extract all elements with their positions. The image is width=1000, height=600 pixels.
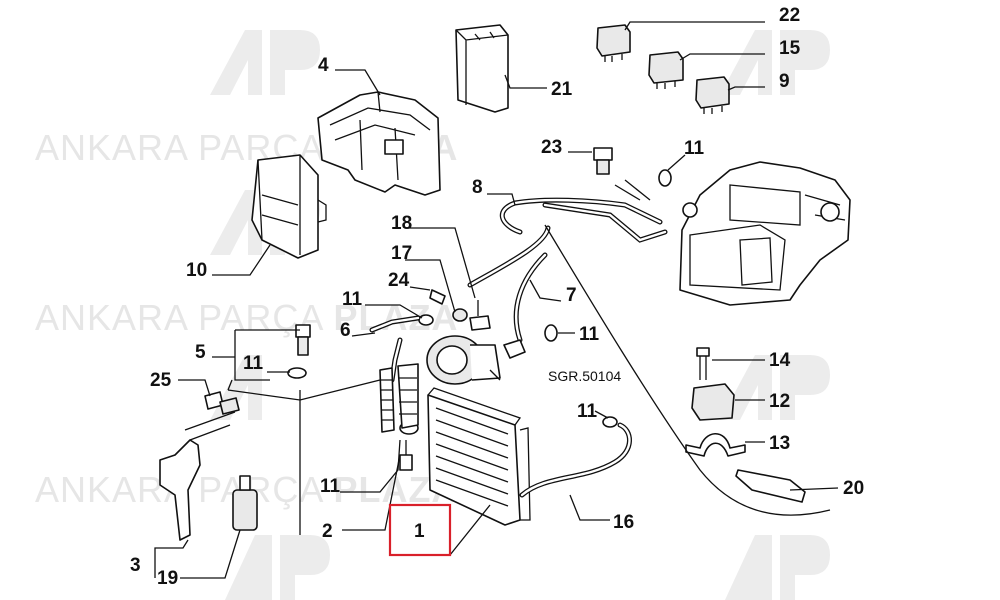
part-hvac-housing: [679, 161, 851, 306]
callout-1[interactable]: 1: [414, 521, 425, 542]
watermark-logo: [725, 535, 830, 600]
callout-5[interactable]: 5: [195, 342, 206, 363]
part-19-receiver-drier: [232, 475, 258, 531]
watermark-logo: [720, 355, 830, 420]
callout-9[interactable]: 9: [779, 71, 790, 92]
part-20-bracket: [735, 469, 806, 503]
callout-24[interactable]: 24: [388, 270, 410, 291]
callout-16[interactable]: 16: [613, 512, 634, 533]
callout-12[interactable]: 12: [769, 391, 790, 412]
part-5-pressure-sensor: [295, 324, 311, 356]
callout-18[interactable]: 18: [391, 213, 412, 234]
part-4-bracket: [317, 91, 441, 196]
callout-23[interactable]: 23: [541, 137, 562, 158]
leader-lines: [154, 21, 839, 579]
part-6-pipe: [369, 315, 421, 383]
callout-2[interactable]: 2: [322, 521, 333, 542]
callout-14[interactable]: 14: [769, 350, 791, 371]
guide-curves: [227, 224, 831, 535]
part-21-module: [455, 24, 509, 113]
part-17-washer: [452, 308, 468, 322]
callout-15[interactable]: 15: [779, 38, 801, 59]
watermark-logo: [225, 535, 330, 600]
diagram-code-label: SGR.50104: [548, 368, 621, 384]
callout-3[interactable]: 3: [130, 555, 141, 576]
part-9-relay: [695, 76, 730, 114]
callout-11[interactable]: 11: [320, 476, 341, 497]
callout-19[interactable]: 19: [157, 568, 178, 589]
part-23-pressure-switch: [593, 147, 613, 175]
callout-11[interactable]: 11: [579, 324, 600, 345]
part-2-sensor: [399, 440, 413, 471]
callout-11[interactable]: 11: [684, 138, 705, 159]
part-8-hose-pipe: [500, 179, 668, 243]
callout-20[interactable]: 20: [843, 478, 864, 499]
part-14-bolt: [696, 347, 710, 380]
part-22-relay: [596, 24, 631, 62]
callout-11[interactable]: 11: [243, 353, 264, 374]
watermark-text: ANKARA PARÇA PLAZA: [35, 297, 458, 338]
callout-10[interactable]: 10: [186, 260, 207, 281]
callout-25[interactable]: 25: [150, 370, 172, 391]
callout-11[interactable]: 11: [577, 401, 598, 422]
part-flexible-hoses: [379, 363, 419, 433]
callout-labels: 1 2 3 4 5 6 7 8 9 10 11 11 11 11 11 11 1…: [130, 5, 864, 589]
part-16-pipe: [519, 422, 632, 498]
part-7-hose: [467, 225, 551, 359]
watermark-logo: [210, 30, 320, 95]
callout-17[interactable]: 17: [391, 243, 412, 264]
part-13-clamp: [685, 432, 746, 457]
callout-22[interactable]: 22: [779, 5, 800, 26]
part-1-condenser: [427, 387, 531, 526]
watermark-logos: [210, 30, 830, 600]
callout-11[interactable]: 11: [342, 289, 363, 310]
part-25-bolt: [204, 391, 240, 415]
part-18-bolt: [469, 300, 491, 331]
part-compressor: [426, 335, 501, 385]
part-3-bracket: [159, 411, 236, 541]
part-12-pad: [691, 383, 735, 421]
part-10-control-unit: [251, 154, 327, 259]
part-24-bolt: [429, 289, 446, 305]
part-15-relay: [648, 51, 684, 89]
callout-8[interactable]: 8: [472, 177, 483, 198]
callout-13[interactable]: 13: [769, 433, 790, 454]
o-rings: [287, 169, 672, 435]
callout-21[interactable]: 21: [551, 79, 573, 100]
callout-6[interactable]: 6: [340, 320, 351, 341]
watermark-logo: [720, 30, 830, 95]
highlight-box-part-1: [388, 503, 452, 557]
callout-7[interactable]: 7: [566, 285, 577, 306]
callout-4[interactable]: 4: [318, 55, 329, 76]
